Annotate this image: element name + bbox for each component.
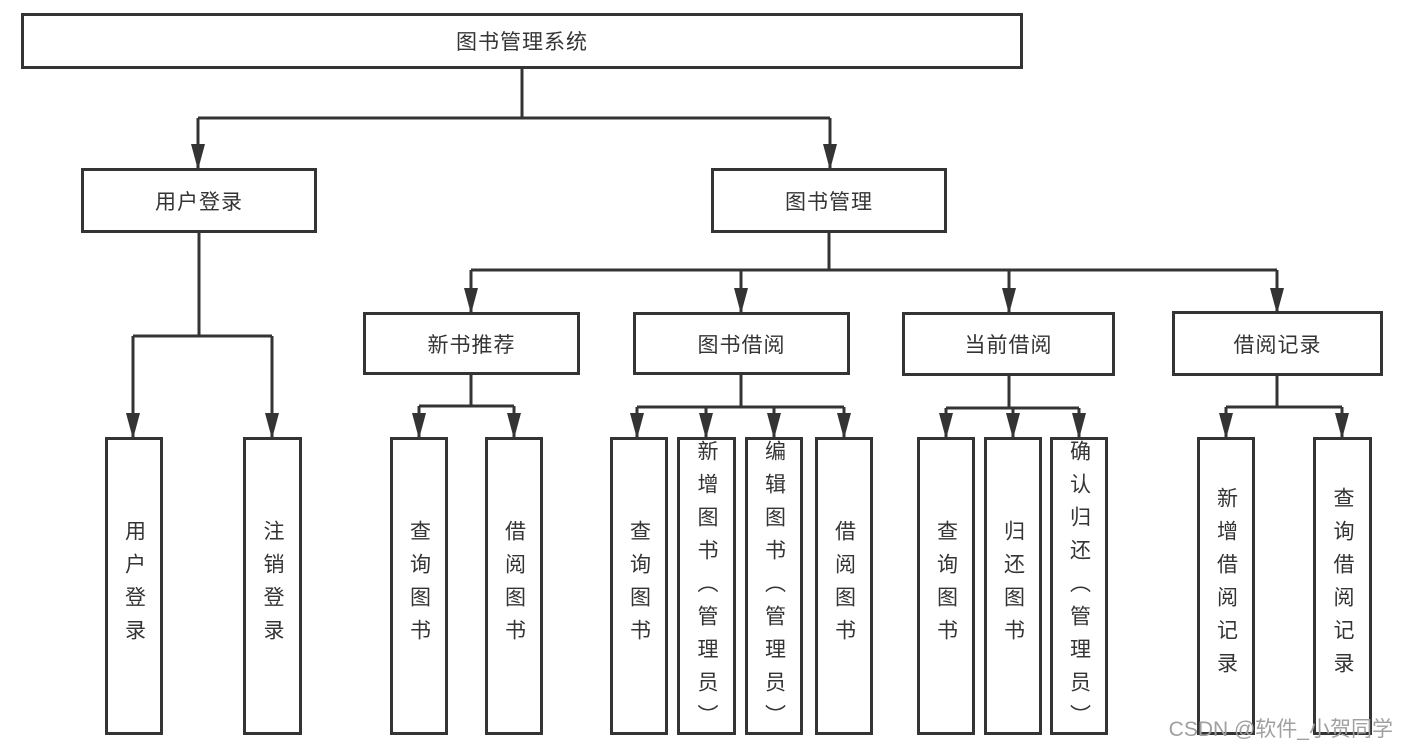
leaf-newbooks-borrow-label: 借阅图书 xyxy=(502,520,526,652)
leaf-logout: 注销登录 xyxy=(243,437,302,735)
node-new-books: 新书推荐 xyxy=(363,312,580,375)
leaf-newbooks-query: 查询图书 xyxy=(390,437,448,735)
node-borrow-records-label: 借阅记录 xyxy=(1233,333,1322,357)
node-book-borrow-label: 图书借阅 xyxy=(697,333,786,357)
leaf-user-login: 用户登录 xyxy=(105,437,163,735)
node-system-root: 图书管理系统 xyxy=(21,13,1023,69)
node-user-login: 用户登录 xyxy=(81,168,317,233)
leaf-bookborrow-edit-label: 编辑图书（管理员） xyxy=(762,440,786,737)
leaf-current-return: 归还图书 xyxy=(984,437,1042,735)
node-new-books-label: 新书推荐 xyxy=(427,333,516,357)
leaf-records-query-label: 查询借阅记录 xyxy=(1331,487,1354,685)
leaf-records-add-label: 新增借阅记录 xyxy=(1214,487,1238,685)
node-borrow-records: 借阅记录 xyxy=(1172,311,1383,376)
connector-user-login-split xyxy=(126,233,279,439)
node-system-root-label: 图书管理系统 xyxy=(456,31,588,54)
leaf-records-query: 查询借阅记录 xyxy=(1313,437,1372,735)
node-book-borrow: 图书借阅 xyxy=(633,312,850,375)
leaf-current-query-label: 查询图书 xyxy=(934,520,958,652)
leaf-current-confirm: 确认归还（管理员） xyxy=(1050,437,1108,737)
leaf-current-query: 查询图书 xyxy=(917,437,975,735)
leaf-newbooks-query-label: 查询图书 xyxy=(407,520,431,652)
leaf-records-add: 新增借阅记录 xyxy=(1197,437,1255,735)
leaf-bookborrow-add: 新增图书（管理员） xyxy=(677,437,736,737)
leaf-bookborrow-borrow-label: 借阅图书 xyxy=(832,520,856,652)
connector-book-borrow-split xyxy=(630,375,851,439)
leaf-current-return-label: 归还图书 xyxy=(1001,520,1025,652)
connector-current-borrow-split xyxy=(939,375,1086,439)
connector-root-split xyxy=(191,69,837,170)
leaf-bookborrow-edit: 编辑图书（管理员） xyxy=(745,437,803,737)
connector-book-mgmt-split xyxy=(464,233,1284,314)
leaf-bookborrow-query-label: 查询图书 xyxy=(627,520,651,652)
node-current-borrow-label: 当前借阅 xyxy=(964,334,1053,357)
leaf-bookborrow-query: 查询图书 xyxy=(610,437,668,735)
leaf-bookborrow-add-label: 新增图书（管理员） xyxy=(695,440,718,737)
leaf-logout-label: 注销登录 xyxy=(261,520,284,652)
node-current-borrow: 当前借阅 xyxy=(902,312,1115,376)
leaf-bookborrow-borrow: 借阅图书 xyxy=(815,437,873,735)
node-book-mgmt: 图书管理 xyxy=(711,168,947,233)
connector-borrow-records-split xyxy=(1219,375,1349,439)
node-book-mgmt-label: 图书管理 xyxy=(785,190,873,214)
connector-new-books-split xyxy=(412,375,521,439)
csdn-watermark: CSDN @软件_小贺同学 xyxy=(1168,718,1393,741)
leaf-newbooks-borrow: 借阅图书 xyxy=(485,437,543,735)
leaf-user-login-label: 用户登录 xyxy=(122,520,146,652)
node-user-login-label: 用户登录 xyxy=(155,190,243,214)
leaf-current-confirm-label: 确认归还（管理员） xyxy=(1067,440,1091,737)
